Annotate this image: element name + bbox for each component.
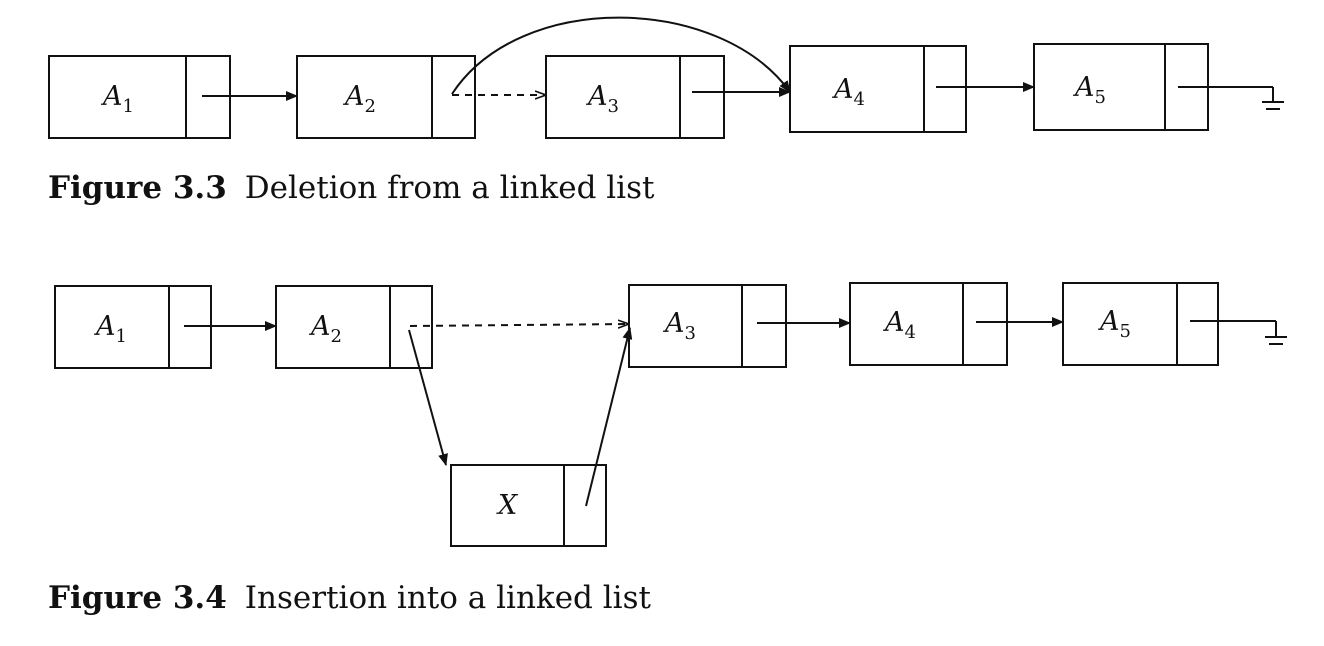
fig34-removed-pointer-a2-a3: [409, 324, 629, 326]
fig34-node-a1-label: A1: [93, 311, 127, 347]
fig34-node-a5-label: A5: [1097, 306, 1131, 342]
fig33-null-ground-icon: [1178, 86, 1284, 110]
fig34-node-a5: A5: [1062, 282, 1219, 366]
figure-3-4-number: Figure 3.4: [48, 580, 227, 616]
figure-3-3-number: Figure 3.3: [48, 170, 227, 206]
fig33-node-a3: A3: [545, 55, 725, 139]
fig33-node-a4: A4: [789, 45, 967, 133]
figure-3-3-caption-text: Deletion from a linked list: [244, 170, 655, 206]
fig33-node-a4-label: A4: [831, 74, 865, 110]
figure-3-4-diagram: A1 A2 A3 A4 A5 X: [54, 282, 1287, 547]
figure-3-4-caption: Figure 3.4 Insertion into a linked list: [48, 580, 651, 616]
fig33-node-a2: A2: [296, 55, 476, 139]
fig33-node-a5-label: A5: [1072, 72, 1106, 108]
figure-3-3-caption: Figure 3.3 Deletion from a linked list: [48, 170, 654, 206]
fig34-node-a2: A2: [275, 285, 433, 369]
figure-3-3-diagram: A1 A2 A3 A4 A5: [48, 16, 1284, 139]
fig34-node-a3: A3: [628, 284, 787, 368]
fig34-node-x-label: X: [496, 490, 519, 521]
figure-3-4-caption-text: Insertion into a linked list: [244, 580, 651, 616]
fig33-bypass-pointer-a2-a4: [451, 16, 791, 95]
fig34-node-a3-label: A3: [662, 308, 696, 344]
fig33-node-a1-label: A1: [100, 81, 134, 117]
fig34-node-a2-label: A2: [308, 311, 342, 347]
fig34-pointer-a2-x: [408, 329, 448, 466]
fig34-node-a4: A4: [849, 282, 1008, 366]
fig34-null-ground-icon: [1190, 320, 1287, 345]
fig33-node-a1: A1: [48, 55, 231, 139]
fig34-pointer-x-a3: [585, 327, 633, 507]
fig33-node-a2-label: A2: [342, 81, 376, 117]
fig33-node-a3-label: A3: [585, 81, 619, 117]
fig34-node-x: X: [450, 464, 607, 547]
fig34-node-a4-label: A4: [882, 307, 916, 343]
